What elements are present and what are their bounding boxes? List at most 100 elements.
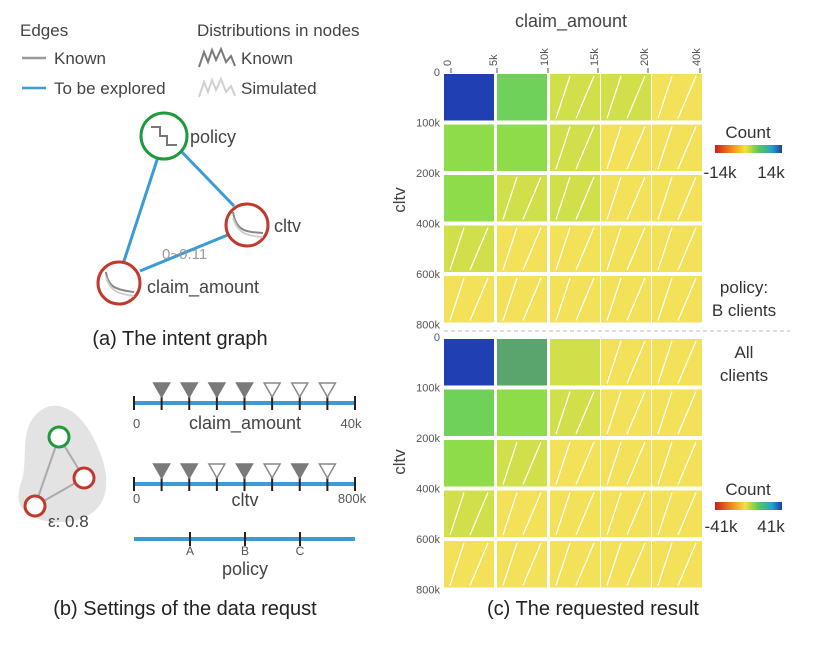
hatch-line bbox=[502, 441, 518, 485]
hatch-line bbox=[657, 492, 673, 536]
hatch-line bbox=[677, 126, 697, 170]
legend-edges-explore: To be explored bbox=[54, 79, 166, 98]
legend-edges-known: Known bbox=[54, 49, 106, 68]
heatmap-cell[interactable] bbox=[444, 124, 494, 172]
hatch-line bbox=[555, 492, 571, 536]
claim-distribution-icon bbox=[105, 271, 135, 293]
cltv-axis-marker-filled[interactable] bbox=[235, 463, 254, 480]
hatch-line bbox=[677, 176, 697, 220]
hatch-line bbox=[502, 542, 518, 586]
hatch-line bbox=[575, 227, 595, 271]
y-title-top: cltv bbox=[390, 187, 409, 213]
axis-policy[interactable]: A B C policy bbox=[134, 532, 355, 579]
hatch-line bbox=[555, 277, 571, 321]
legend-bottom-gradient bbox=[715, 502, 782, 510]
heatmap-cell[interactable] bbox=[497, 339, 547, 386]
caption-c: (c) The requested result bbox=[487, 598, 699, 620]
claim-axis-marker-hollow[interactable] bbox=[290, 382, 310, 399]
edge-label: 0~0.11 bbox=[162, 246, 207, 263]
hatch-line bbox=[449, 492, 465, 536]
hatch-line bbox=[555, 441, 571, 485]
hatch-line bbox=[657, 391, 673, 435]
cltv-axis-marker-filled[interactable] bbox=[179, 463, 199, 480]
claim-axis-marker-hollow[interactable] bbox=[262, 382, 282, 399]
hatch-line bbox=[575, 126, 595, 170]
hatch-line bbox=[626, 227, 646, 271]
axis-claim-name: claim_amount bbox=[189, 413, 301, 434]
node-claim-amount[interactable]: claim_amount bbox=[96, 260, 259, 306]
hatch-line bbox=[522, 441, 542, 485]
heatmap-cell[interactable] bbox=[497, 389, 547, 437]
cltv-axis-marker-filled[interactable] bbox=[290, 463, 310, 480]
hatch-line bbox=[606, 492, 622, 536]
claim-axis-marker-filled[interactable] bbox=[152, 382, 171, 399]
y-tick-label-bottom: 400k bbox=[416, 484, 440, 496]
y-tick-label-bottom: 600k bbox=[416, 534, 440, 546]
cltv-axis-marker-hollow[interactable] bbox=[262, 463, 282, 480]
caption-a: (a) The intent graph bbox=[92, 328, 267, 350]
claim-axis-marker-filled[interactable] bbox=[235, 382, 254, 399]
legend-top-min: -14k bbox=[703, 163, 737, 182]
y-tick-label-top: 0 bbox=[434, 67, 440, 79]
mini-node-policy bbox=[47, 425, 71, 449]
annotation-top-line1: policy: bbox=[720, 278, 768, 297]
edge-cltv-claim bbox=[139, 232, 231, 273]
hatch-line bbox=[575, 277, 595, 321]
y-title-bottom: cltv bbox=[390, 449, 409, 475]
hatch-line bbox=[502, 227, 518, 271]
hatch-line bbox=[449, 277, 465, 321]
hatch-line bbox=[575, 391, 595, 435]
hatch-line bbox=[626, 126, 646, 170]
hatch-line bbox=[626, 492, 646, 536]
hatch-line bbox=[606, 391, 622, 435]
heatmap-cell[interactable] bbox=[497, 74, 547, 121]
hatch-line bbox=[575, 492, 595, 536]
heatmap-cell[interactable] bbox=[444, 175, 494, 222]
y-tick-label-top: 400k bbox=[416, 219, 440, 231]
axis-policy-name: policy bbox=[222, 559, 268, 579]
axis-claim-amount[interactable]: 0 40k claim_amount bbox=[133, 382, 362, 434]
hatch-line bbox=[657, 277, 673, 321]
hatch-line bbox=[606, 542, 622, 586]
x-tick-label: 0 bbox=[442, 60, 454, 66]
x-tick-label: 15k bbox=[589, 48, 601, 66]
node-policy-label: policy bbox=[190, 127, 236, 147]
hatch-line bbox=[606, 75, 622, 119]
hatch-line bbox=[522, 542, 542, 586]
heatmap-cell[interactable] bbox=[497, 124, 547, 172]
hatch-line bbox=[626, 542, 646, 586]
cltv-axis-marker-hollow[interactable] bbox=[318, 463, 337, 480]
node-policy[interactable]: policy bbox=[139, 111, 236, 161]
claim-axis-marker-filled[interactable] bbox=[179, 382, 199, 399]
hatch-line bbox=[522, 277, 542, 321]
legend-dist-simulated: Simulated bbox=[241, 79, 317, 98]
heatmap-bottom bbox=[444, 339, 702, 588]
legend-top-max: 14k bbox=[757, 163, 785, 182]
node-cltv[interactable]: cltv bbox=[224, 202, 301, 248]
axis-cltv[interactable]: 0 800k cltv bbox=[133, 463, 367, 510]
hatch-line bbox=[606, 227, 622, 271]
hatch-line bbox=[677, 227, 697, 271]
axis-claim-max: 40k bbox=[341, 416, 362, 431]
claim-axis-marker-filled[interactable] bbox=[207, 382, 227, 399]
hatch-line bbox=[626, 176, 646, 220]
heatmap-cell[interactable] bbox=[444, 389, 494, 437]
hatch-line bbox=[626, 277, 646, 321]
heatmap-cell[interactable] bbox=[550, 339, 600, 386]
annotation-bottom-line1: All bbox=[735, 343, 754, 362]
cltv-axis-marker-hollow[interactable] bbox=[207, 463, 227, 480]
heatmap-cell[interactable] bbox=[444, 74, 494, 121]
hatch-line bbox=[449, 227, 465, 271]
hatch-line bbox=[657, 126, 673, 170]
y-tick-label-top: 100k bbox=[416, 118, 440, 130]
y-tick-label-bottom: 200k bbox=[416, 433, 440, 445]
claim-axis-marker-hollow[interactable] bbox=[318, 382, 337, 399]
mini-node-cltv bbox=[72, 466, 96, 490]
cltv-axis-marker-filled[interactable] bbox=[152, 463, 171, 480]
hatch-line bbox=[606, 176, 622, 220]
heatmap-cell[interactable] bbox=[444, 339, 494, 386]
hatch-line bbox=[606, 441, 622, 485]
x-tick-label: 20k bbox=[639, 48, 651, 66]
heatmap-cell[interactable] bbox=[444, 440, 494, 487]
